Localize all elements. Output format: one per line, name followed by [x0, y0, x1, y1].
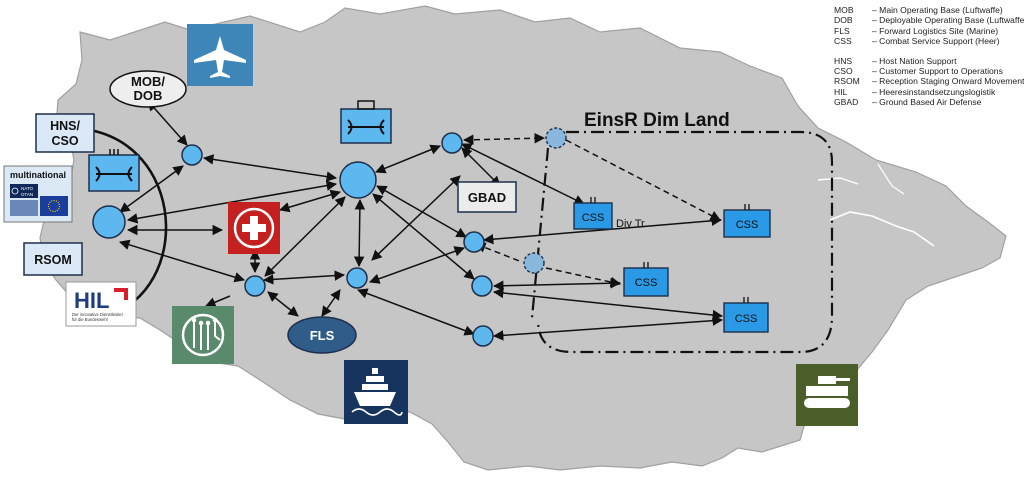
medical-cross-icon — [228, 202, 280, 254]
gbad-box: GBAD — [457, 181, 517, 213]
legend-row: HNS – Host Nation Support — [834, 56, 1024, 66]
legend-abbr: MOB — [834, 5, 854, 15]
css-unit: CSS — [623, 262, 669, 297]
legend-row: HIL – Heeresinstandsetzungslogistik — [834, 87, 1024, 97]
css-label: CSS — [736, 219, 759, 231]
nato-flag-text-1: NATO — [21, 186, 34, 191]
legend-abbr: RSOM — [834, 76, 860, 87]
hub-node — [181, 144, 203, 166]
legend-abbr: HNS — [834, 55, 853, 66]
hub-node — [441, 132, 463, 154]
hns-cso-box: HNS/ CSO — [35, 113, 95, 153]
hil-logo: HIL Der innovative Dienstleister für die… — [65, 281, 137, 327]
legend-abbr: GBAD — [834, 97, 859, 108]
legend-row: DOB – Deployable Operating Base (Luftwaff… — [834, 15, 1024, 25]
hub-node — [472, 325, 494, 347]
hub-node — [244, 275, 266, 297]
mob-dob-node: MOB/ DOB — [109, 70, 187, 108]
legend-text: – Ground Based Air Defense — [872, 97, 982, 108]
nodes — [92, 132, 494, 347]
legend-abbr: DOB — [834, 15, 853, 26]
dashed-arrows — [462, 132, 721, 288]
legend-abbr: HIL — [834, 86, 848, 97]
region-title: EinsR Dim Land — [584, 110, 730, 131]
legend-text: – Main Operating Base (Luftwaffe) — [872, 5, 1003, 15]
legend-text: – Host Nation Support — [872, 55, 957, 66]
river-line — [817, 177, 859, 185]
hub-node — [339, 161, 377, 199]
legend-row: CSO – Customer Support to Operations — [834, 66, 1024, 76]
hil-tagline-2: für die Bundeswehr — [72, 317, 109, 322]
css-label: CSS — [635, 277, 658, 289]
aircraft-icon — [187, 24, 253, 86]
nato-flag-text-2: OTAN — [21, 192, 33, 197]
css-label: CSS — [582, 212, 605, 224]
rsom-label: RSOM — [34, 253, 72, 267]
legend-abbr: CSO — [834, 66, 853, 77]
fls-label: FLS — [310, 328, 335, 343]
legend: MOB – Main Operating Base (Luftwaffe) DOB –… — [834, 5, 1024, 108]
einsr-region-outline — [536, 130, 834, 354]
legend-text: – Combat Service Support (Heer) — [872, 36, 1000, 47]
hns-cso-line1: HNS/ — [50, 119, 80, 133]
legend-text: – Forward Logistics Site (Marine) — [872, 25, 999, 36]
ship-icon — [344, 360, 408, 424]
river-line — [829, 211, 935, 247]
eu-flag-icon — [40, 196, 68, 216]
hns-cso-line2: CSO — [51, 134, 78, 148]
css-unit: CSS — [723, 297, 769, 333]
legend-row: CSS – Combat Service Support (Heer) — [834, 36, 1024, 46]
legend-row: GBAD – Ground Based Air Defense — [834, 97, 1024, 107]
css-label: CSS — [735, 313, 758, 325]
flag-icon — [10, 200, 38, 216]
mob-dob-line1: MOB/ — [131, 74, 165, 89]
legend-text: – Deployable Operating Base (Luftwaffe) — [872, 15, 1024, 26]
river-line — [877, 163, 905, 195]
hub-node — [463, 231, 485, 253]
legend-text: – Heeresinstandsetzungslogistik — [872, 86, 996, 97]
legend-group-1: MOB – Main Operating Base (Luftwaffe) DOB –… — [834, 5, 1024, 47]
multinational-label: multinational — [10, 170, 66, 180]
dashed-node — [523, 252, 545, 274]
legend-row: MOB – Main Operating Base (Luftwaffe) — [834, 5, 1024, 15]
nato-flag-icon — [10, 184, 38, 198]
legend-row: RSOM – Reception Staging Onward Movement — [834, 76, 1024, 86]
multinational-box: multinational NATO OTAN — [3, 165, 73, 223]
hil-tagline-1: Der innovative Dienstleister — [72, 312, 124, 317]
hub-node — [92, 205, 126, 239]
hub-node — [471, 275, 493, 297]
fls-node: FLS — [287, 316, 357, 354]
gbad-label: GBAD — [468, 190, 506, 205]
hil-logo-text: HIL — [74, 288, 109, 313]
hub-node — [346, 267, 368, 289]
mob-dob-line2: DOB — [134, 88, 163, 103]
divtr-label: Div Tr — [616, 218, 645, 230]
css-unit: CSS — [723, 204, 771, 238]
hil-logo-mark — [114, 288, 128, 300]
legend-abbr: CSS — [834, 36, 852, 47]
legend-text: – Reception Staging Onward Movement — [872, 76, 1024, 87]
tank-icon — [796, 364, 858, 426]
legend-abbr: FLS — [834, 25, 850, 36]
css-unit: CSS — [573, 197, 613, 230]
rsom-box: RSOM — [23, 242, 83, 276]
logistics-unit-icon — [88, 149, 140, 192]
circuit-icon — [172, 306, 234, 364]
logistics-unit-icon — [340, 100, 392, 144]
legend-text: – Customer Support to Operations — [872, 66, 1003, 77]
dashed-node — [545, 127, 567, 149]
legend-row: FLS – Forward Logistics Site (Marine) — [834, 26, 1024, 36]
